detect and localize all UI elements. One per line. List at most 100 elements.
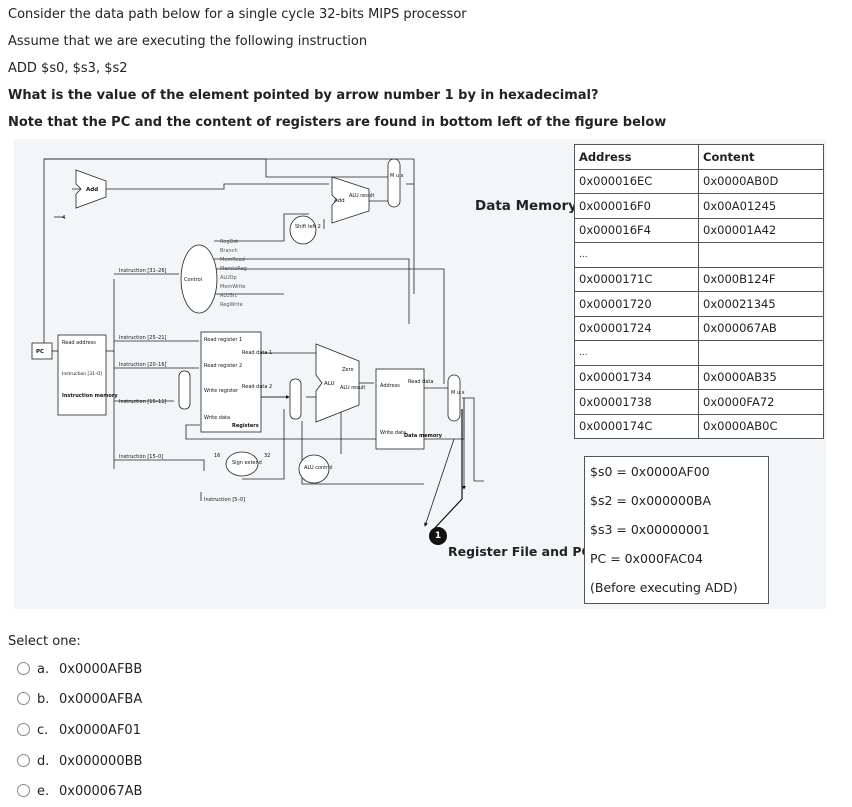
option-text: 0x000000BB [59, 754, 143, 769]
memory-ellipsis: ... [574, 242, 699, 268]
memory-address: 0x00001738 [574, 389, 699, 415]
alu-result-label: ALU result [349, 193, 374, 199]
answer-option-e[interactable]: e. 0x000067AB [17, 784, 142, 799]
option-letter: c. [37, 723, 49, 738]
ctrl-branch: Branch [220, 248, 238, 254]
pc-label: PC [36, 349, 44, 355]
register-s0: $s0 = 0x0000AF00 [590, 464, 710, 479]
address-label: Address [380, 383, 400, 389]
memory-header-content: Content [698, 144, 824, 170]
question-line-3: ADD $s0, $s3, $s2 [8, 61, 128, 76]
add-alu-label: Add [334, 198, 345, 204]
option-letter: d. [37, 754, 50, 769]
answer-option-a[interactable]: a. 0x0000AFBB [17, 662, 142, 677]
memory-content: 0x0000AB0D [698, 168, 824, 194]
write-data-label: Write data [204, 415, 230, 421]
instr-1511: Instruction [15–11] [119, 399, 167, 405]
answer-option-c[interactable]: c. 0x0000AF01 [17, 723, 141, 738]
add-label: Add [86, 187, 98, 193]
data-memory-label: Data memory [404, 433, 443, 439]
memory-content: 0x000067AB [698, 315, 824, 341]
data-memory-heading: Data Memory [475, 198, 577, 214]
memory-content [698, 340, 824, 366]
sign-extend-label: Sign extend [232, 460, 262, 466]
radio-button[interactable] [17, 662, 30, 675]
instr-2521: Instruction [25–21] [119, 335, 167, 341]
radio-button[interactable] [17, 692, 30, 705]
mux-top-label: M u x [390, 173, 404, 179]
read-data-label: Read data [408, 379, 433, 385]
instr-2016: Instruction [20–16] [119, 362, 167, 368]
option-text: 0x000067AB [59, 784, 143, 799]
thirtytwo-label: 32 [264, 453, 270, 459]
question-line-4: What is the value of the element pointed… [8, 88, 599, 103]
read-register2-label: Read register 2 [204, 363, 242, 369]
answer-option-d[interactable]: d. 0x000000BB [17, 754, 142, 769]
ctrl-regdst: RegDst [220, 239, 238, 245]
read-data1-label: Read data 1 [242, 350, 272, 356]
memory-address: 0x00001734 [574, 364, 699, 390]
write-data-mem-label: Write data [380, 430, 406, 436]
memory-address: 0x0000171C [574, 266, 699, 292]
ctrl-memread: MemRead [220, 257, 245, 263]
memory-address: 0x0000174C [574, 413, 699, 439]
memory-address: 0x00001724 [574, 315, 699, 341]
memory-content: 0x0000FA72 [698, 389, 824, 415]
alu-result-main-label: ALU result [340, 385, 365, 391]
option-letter: e. [37, 784, 50, 799]
answer-option-b[interactable]: b. 0x0000AFBA [17, 692, 142, 707]
instr-1500: Instruction [15–0] [119, 454, 163, 460]
radio-button[interactable] [17, 784, 30, 797]
memory-table-header: Address Content [574, 144, 824, 170]
read-data2-label: Read data 2 [242, 384, 272, 390]
table-row: ... [574, 340, 824, 366]
ctrl-regwrite: RegWrite [220, 302, 243, 308]
memory-content: 0x00A01245 [698, 193, 824, 219]
read-register1-label: Read register 1 [204, 337, 242, 343]
register-note: (Before executing ADD) [590, 580, 738, 595]
alu-control-label: ALU control [304, 465, 333, 471]
memory-address: 0x000016F0 [574, 193, 699, 219]
zero-label: Zero [342, 367, 354, 373]
radio-button[interactable] [17, 754, 30, 767]
register-file-heading: Register File and PC [448, 544, 591, 559]
memory-content: 0x00021345 [698, 291, 824, 317]
instruction-memory-label: Instruction memory [62, 393, 118, 399]
memory-address: 0x00001720 [574, 291, 699, 317]
option-text: 0x0000AFBA [59, 692, 143, 707]
ctrl-aluop: ALUOp [220, 275, 237, 281]
instr-3126: Instruction [31–26] [119, 268, 167, 274]
question-line-2: Assume that we are executing the followi… [8, 34, 368, 49]
write-register-label: Write register [204, 388, 239, 394]
option-text: 0x0000AFBB [59, 662, 143, 677]
register-s2: $s2 = 0x000000BA [590, 493, 712, 508]
sixteen-label: 16 [214, 453, 220, 459]
ctrl-alusrc: ALUSrc [220, 293, 238, 299]
memory-header-address: Address [574, 144, 699, 170]
instr-0500: Instruction [5–0] [204, 497, 245, 503]
memory-content [698, 242, 824, 268]
register-box: $s0 = 0x0000AF00 $s2 = 0x000000BA $s3 = … [584, 456, 769, 604]
option-text: 0x0000AF01 [59, 723, 141, 738]
memory-content: 0x0000AB35 [698, 364, 824, 390]
table-row: ... [574, 242, 824, 268]
arrow-number-badge: 1 [429, 527, 447, 545]
mux-memtoreg-label: M u x [451, 390, 465, 396]
alu-label: ALU [324, 381, 335, 387]
ctrl-memtoreg: MemtoReg [220, 266, 247, 272]
figure: Add 4 Add ALU result M u x Shift left 2 … [14, 139, 826, 609]
ctrl-memwrite: MemWrite [220, 284, 245, 290]
radio-button[interactable] [17, 723, 30, 736]
question-line-5: Note that the PC and the content of regi… [8, 115, 667, 130]
option-letter: a. [37, 662, 50, 677]
option-letter: b. [37, 692, 50, 707]
memory-ellipsis: ... [574, 340, 699, 366]
